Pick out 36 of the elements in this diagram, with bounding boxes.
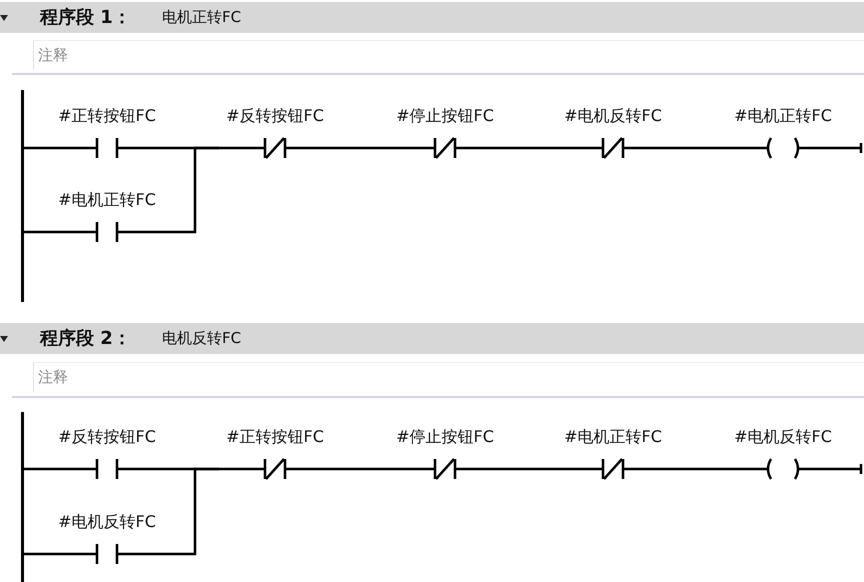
wire	[669, 468, 727, 470]
contact-operand-label: #停止按钮FC	[396, 427, 494, 447]
wire	[24, 146, 51, 150]
power-rail	[21, 90, 24, 302]
wire	[501, 468, 557, 470]
wire	[331, 468, 389, 470]
contact-operand-label: #正转按钮FC	[58, 106, 156, 126]
contact-operand-label: #电机反转FC	[58, 512, 156, 532]
network-header-bar	[0, 2, 864, 33]
power-rail	[21, 412, 24, 582]
network-number: 程序段 2：	[40, 327, 131, 351]
wire	[839, 462, 862, 476]
coil-operand-label: #电机反转FC	[734, 427, 832, 447]
contact-operand-label: #正转按钮FC	[226, 427, 324, 447]
wire	[501, 146, 557, 150]
wire	[669, 146, 727, 150]
comment-field: 注释	[33, 40, 864, 70]
wire	[24, 230, 51, 234]
wire	[24, 468, 51, 470]
contact-operand-label: #电机正转FC	[564, 427, 662, 447]
contact-operand-label: #电机反转FC	[564, 106, 662, 126]
contact-operand-label: #停止按钮FC	[396, 106, 494, 126]
wire	[839, 142, 862, 154]
network-number: 程序段 1：	[40, 6, 131, 30]
contact-operand-label: #反转按钮FC	[58, 427, 156, 447]
wire	[163, 146, 219, 234]
contact-operand-label: #反转按钮FC	[226, 106, 324, 126]
contact-operand-label: #电机正转FC	[58, 190, 156, 210]
coil-operand-label: #电机正转FC	[734, 106, 832, 126]
wire	[331, 146, 389, 150]
wire	[24, 552, 51, 556]
network-title: 电机反转FC	[162, 328, 242, 349]
network-title: 电机正转FC	[162, 7, 242, 28]
comment-field: 注释	[33, 362, 864, 392]
wire	[163, 468, 219, 556]
network-header-bar	[0, 323, 864, 354]
